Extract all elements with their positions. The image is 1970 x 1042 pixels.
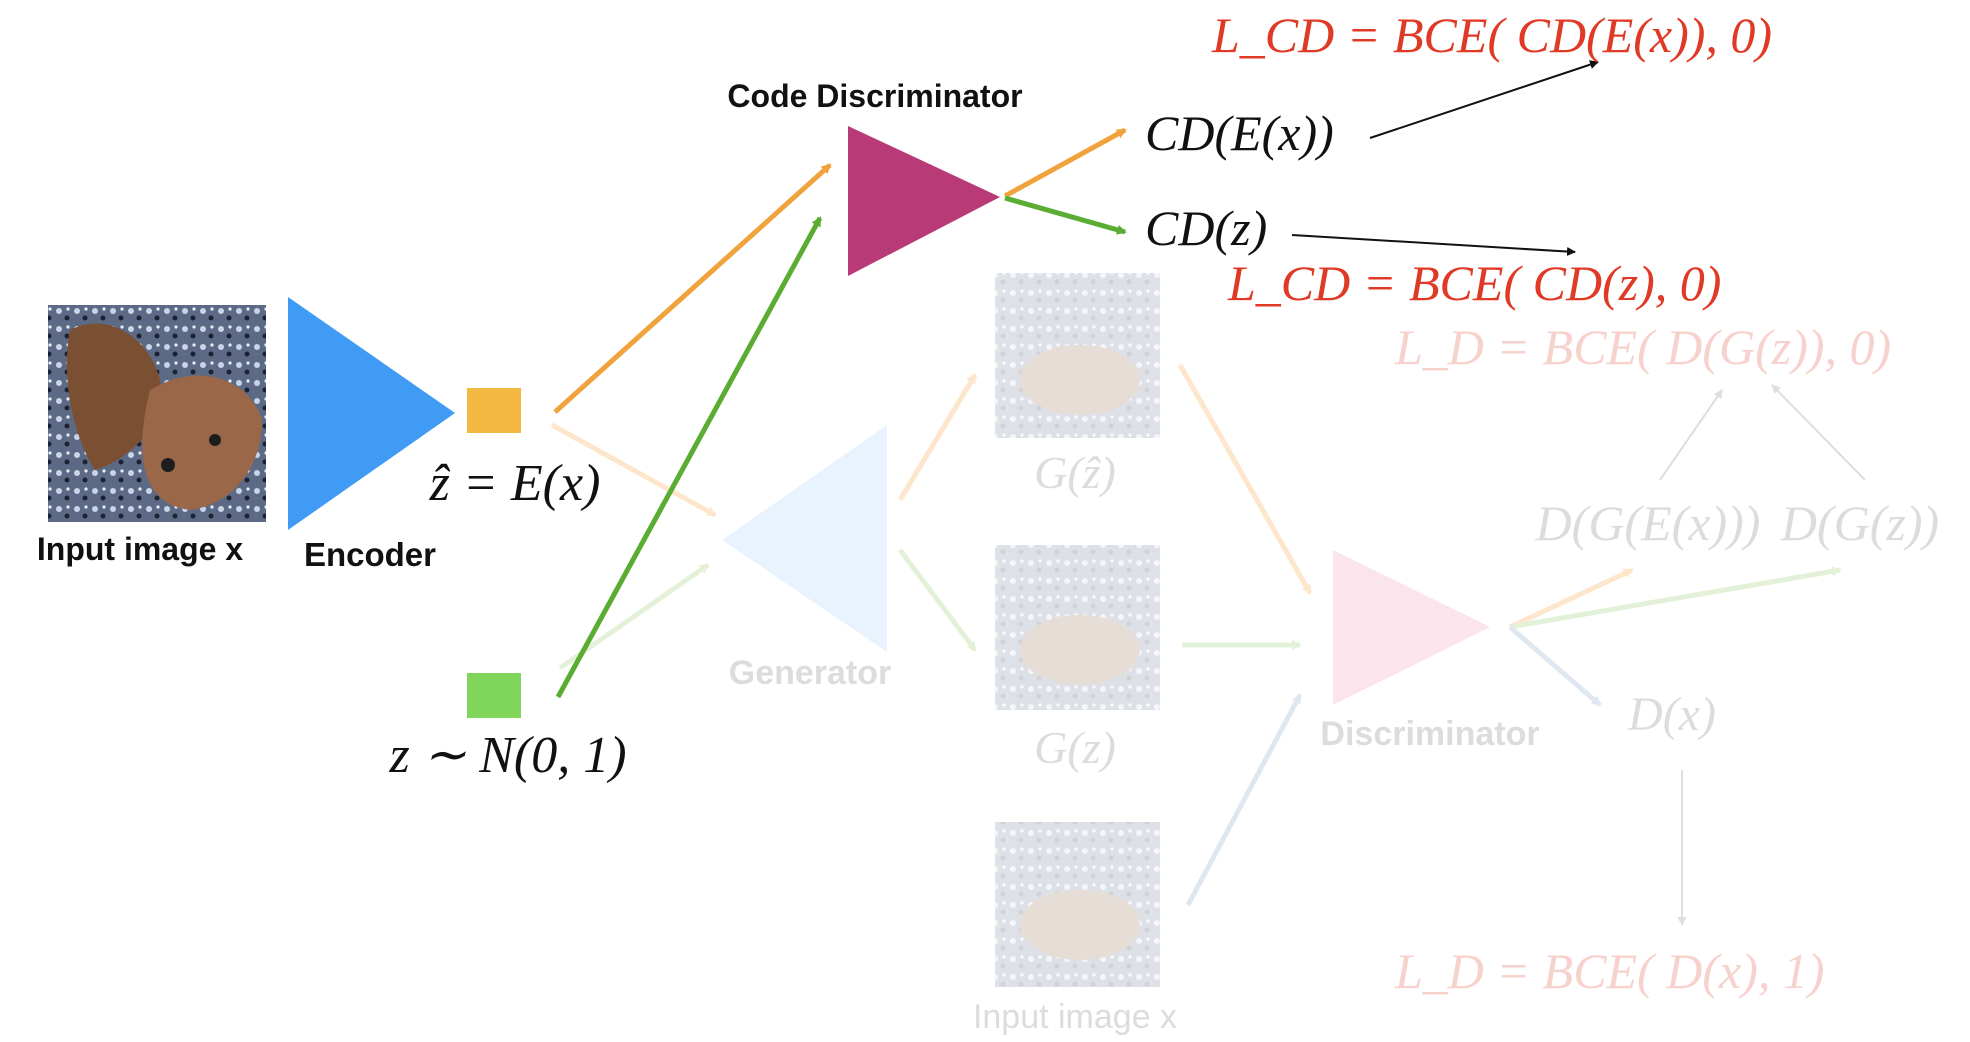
d-x-label: D(x): [1627, 688, 1716, 741]
code-discriminator-triangle: [848, 126, 1000, 276]
d-g-e-x-label: D(G(E(x))): [1535, 495, 1761, 551]
faded-arrow-disc-to-dgz: [1509, 566, 1842, 630]
faded-image-gzhat: [995, 273, 1160, 438]
encoder-label: Encoder: [304, 536, 436, 573]
zhat-equation: ẑ = E(x): [429, 455, 601, 512]
faded-arrow-dgz-to-loss: [1771, 384, 1866, 481]
arrow-zhat-to-cd: [553, 163, 832, 414]
faded-image-input-bottom: [995, 822, 1160, 987]
arrow-cd-to-cdex: [1003, 127, 1127, 199]
arrow-cdz-to-loss: [1291, 234, 1576, 257]
faded-arrow-disc-to-dx: [1508, 625, 1602, 707]
faded-arrow-zhat-to-generator: [550, 422, 717, 518]
arrow-cd-to-cdz: [1004, 195, 1127, 235]
faded-arrow-gzhat-to-discriminator: [1177, 363, 1313, 595]
g-zhat-label: G(ẑ): [1034, 447, 1116, 498]
arrow-cdex-to-loss: [1369, 60, 1599, 139]
g-z-label: G(z): [1034, 722, 1116, 773]
loss-cd-mid: L_CD = BCE( CD(z), 0): [1227, 255, 1721, 311]
faded-arrow-disc-to-dgex: [1508, 567, 1634, 630]
generator-triangle: [722, 425, 887, 652]
zhat-code-box: [467, 388, 521, 433]
d-g-z-label: D(G(z)): [1780, 495, 1939, 551]
discriminator-label: Discriminator: [1320, 715, 1539, 753]
cd-ex-label: CD(E(x)): [1145, 105, 1334, 161]
z-code-box: [467, 673, 521, 718]
faded-image-gz: [995, 545, 1160, 710]
code-discriminator-label: Code Discriminator: [727, 78, 1022, 114]
loss-d-top: L_D = BCE( D(G(z)), 0): [1394, 319, 1891, 375]
cd-z-label: CD(z): [1145, 200, 1267, 256]
generator-label: Generator: [729, 654, 892, 692]
faded-arrow-input-to-discriminator: [1185, 693, 1303, 907]
discriminator-triangle: [1333, 550, 1490, 705]
faded-gan-section: Generator G(ẑ) G(z) Input image x Discri…: [550, 273, 1939, 1036]
loss-cd-top: L_CD = BCE( CD(E(x)), 0): [1211, 7, 1772, 63]
z-sample-label: z ∼ N(0, 1): [388, 727, 626, 784]
input-image-label: Input image x: [37, 531, 243, 567]
loss-d-bottom: L_D = BCE( D(x), 1): [1394, 943, 1825, 999]
faded-arrow-generator-to-gzhat: [897, 373, 978, 502]
input-image-bottom-label: Input image x: [973, 998, 1177, 1036]
input-image: [48, 305, 266, 522]
faded-arrow-generator-to-gz: [898, 548, 977, 652]
faded-arrow-dgex-to-loss: [1659, 389, 1723, 481]
arrow-z-to-cd: [555, 216, 823, 699]
encoder-triangle: [288, 297, 455, 530]
